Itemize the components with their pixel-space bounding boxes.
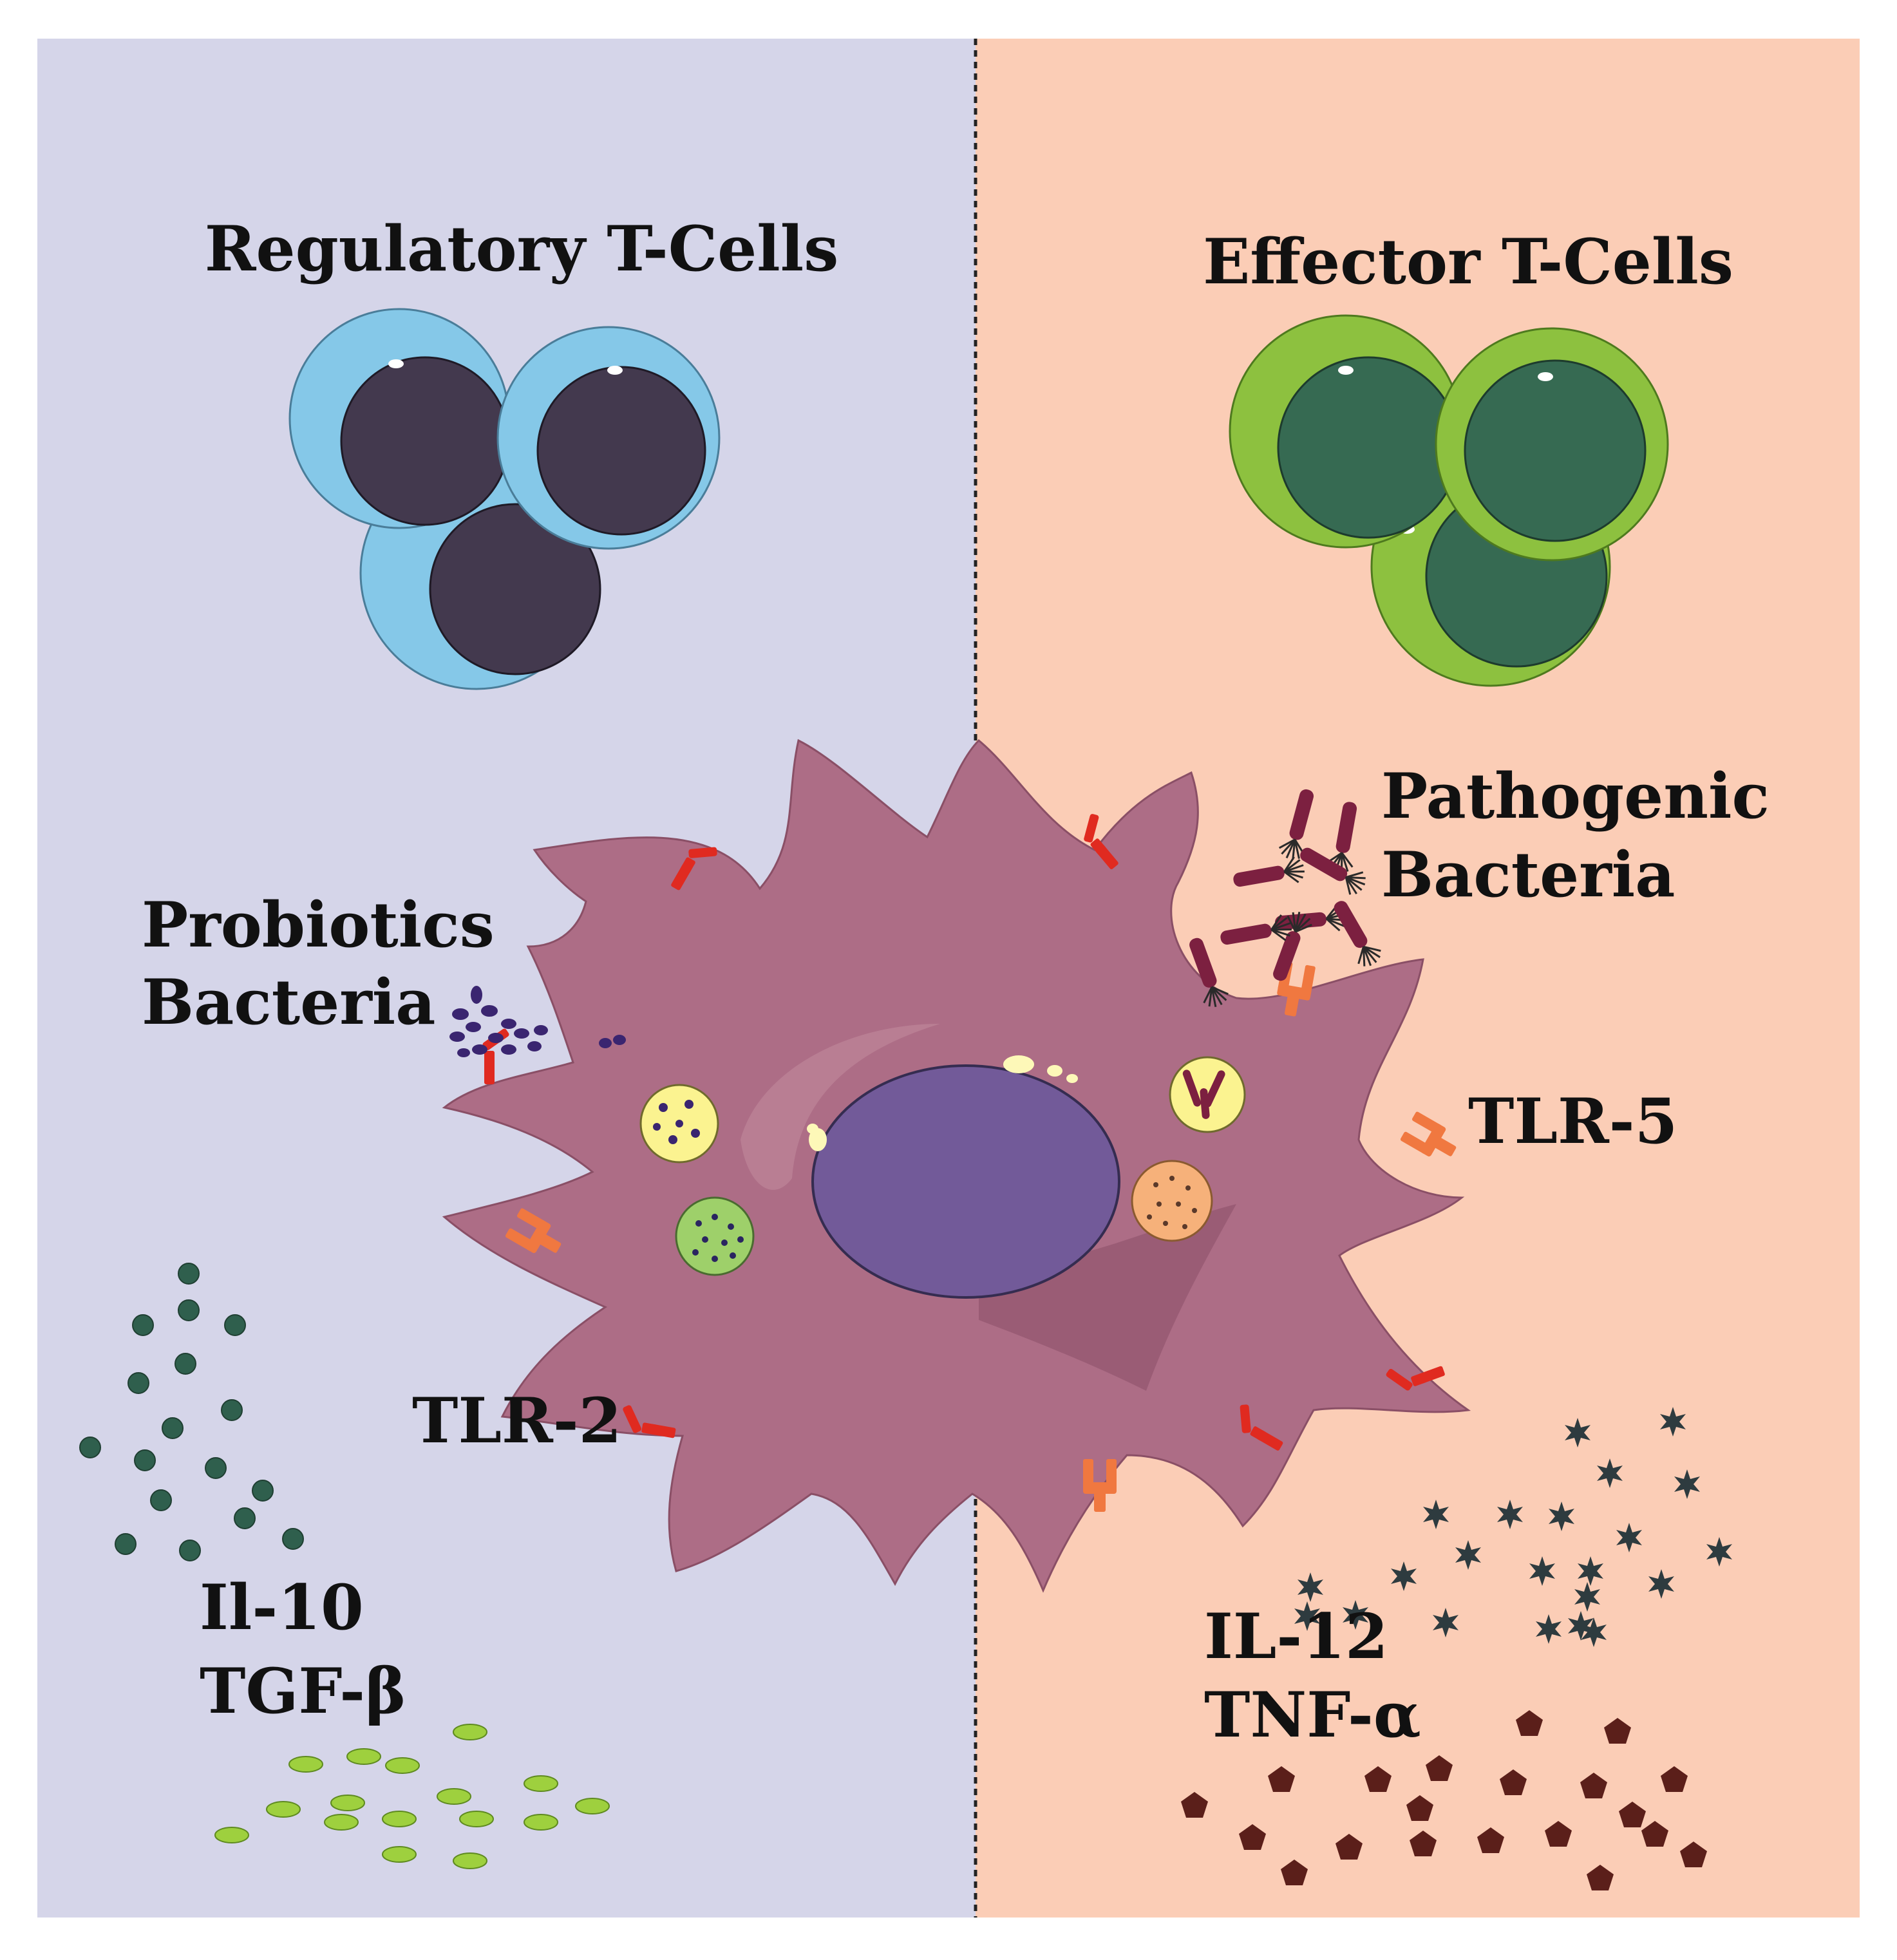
phagosome-yellow-right (1169, 1056, 1246, 1133)
probiotic-bacteria-icon (449, 986, 626, 1057)
label-line: Il-10 (200, 1571, 364, 1644)
label-line: Pathogenic (1381, 760, 1770, 833)
label-line: Bacteria (142, 966, 435, 1039)
cell-shadow (979, 1204, 1236, 1391)
nucleus-granule (1047, 1065, 1062, 1077)
phagosome-green-left (675, 1196, 755, 1276)
tlr5-label: TLR-5 (1468, 1085, 1677, 1158)
cell-highlight (741, 1024, 940, 1190)
label-line: TNF-α (1204, 1679, 1421, 1751)
label-line: IL-12 (1204, 1600, 1388, 1673)
il12-tnfa-label: IL-12 TNF-α (1204, 1600, 1421, 1751)
t-cell-icon (288, 308, 510, 529)
label-line: TGF-β (200, 1655, 406, 1728)
il10-tgfb-label: Il-10 TGF-β (200, 1571, 406, 1728)
nucleus-granule (1066, 1074, 1078, 1083)
tlr2-label: TLR-2 (412, 1384, 621, 1457)
t-cell-icon (496, 326, 721, 550)
t-cell-icon (1435, 327, 1669, 561)
tgfb-cytokines-icon (214, 1724, 610, 1869)
regulatory-t-cells-title: Regulatory T-Cells (205, 212, 838, 285)
cell-nucleus (811, 1064, 1120, 1299)
nucleus-granule (807, 1124, 818, 1134)
effector-t-cells-title: Effector T-Cells (1203, 225, 1733, 298)
probiotics-bacteria-label: Probiotics Bacteria (142, 889, 516, 1039)
dendritic-cell-icon (442, 739, 1471, 1593)
effector-t-cells-icon (1229, 314, 1669, 687)
label-line: Bacteria (1381, 838, 1675, 911)
pathogenic-bacteria-label: Pathogenic Bacteria (1381, 760, 1791, 911)
nucleus-granule (1003, 1055, 1034, 1073)
nucleus-granule (809, 1128, 827, 1151)
regulatory-t-cells-icon (288, 308, 721, 690)
label-line: Probiotics (142, 889, 495, 961)
t-cell-icon (1229, 314, 1463, 549)
il10-cytokines-icon (79, 1263, 304, 1561)
phagosome-orange-right (1131, 1160, 1213, 1242)
phagosome-yellow-left (639, 1084, 719, 1164)
